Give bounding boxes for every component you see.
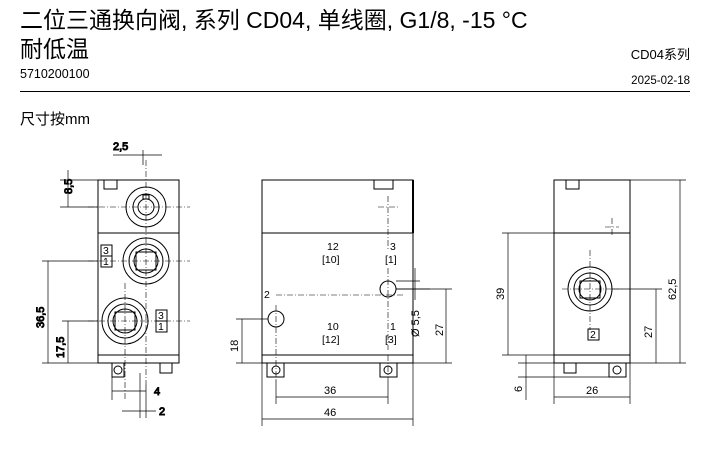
front-view: 12 [10] 3 [1] 2 10 [12] 1 [3] Ø 5,5 27 1… (229, 179, 452, 426)
side-lower-port-inner (112, 308, 138, 334)
side-port-label-a-top: 3 (103, 245, 109, 257)
end-view-notch (565, 179, 580, 190)
side-dim-8-5: 8,5 (63, 179, 75, 194)
front-view-dimension-lines (236, 268, 452, 426)
end-dim-62-5: 62,5 (667, 279, 679, 300)
side-view: 2,5 8,5 36,5 17,5 4 2 3 1 3 1 (35, 141, 190, 419)
side-port-label-b-bot: 1 (158, 321, 164, 333)
end-view-dimension-lines (502, 179, 686, 404)
side-view-body (97, 179, 180, 364)
side-middle-port-insert (135, 251, 157, 271)
front-dim-46: 46 (324, 407, 336, 419)
end-dim-27: 27 (643, 326, 655, 338)
end-port-insert (579, 280, 601, 299)
end-view-body (553, 179, 631, 364)
front-foot-right (379, 362, 398, 378)
front-view-centerlines (275, 196, 405, 380)
part-number: 5710200100 (20, 67, 90, 81)
section-title: 尺寸按mm (20, 111, 90, 128)
end-port-ring (573, 272, 607, 306)
front-port-2: 2 (264, 289, 270, 301)
side-middle-port-outer (122, 237, 170, 285)
front-port-3: 3 (390, 241, 396, 253)
end-dim-26: 26 (586, 385, 598, 397)
document-title: 二位三通换向阀, 系列 CD04, 单线圈, G1/8, -15 °C 耐低温 (20, 6, 620, 64)
title-line-2: 耐低温 (20, 36, 89, 62)
side-port-box-a-bot (100, 255, 113, 268)
end-port-box (587, 328, 600, 341)
side-top-fitting-inner (132, 193, 160, 221)
end-foot-right (608, 362, 627, 378)
front-view-body (261, 179, 414, 364)
front-port-12-bracket: [12] (322, 334, 340, 346)
end-foot-screw (612, 365, 622, 375)
side-top-fitting-outer (125, 186, 167, 228)
end-view: 2 39 62,5 27 6 26 (495, 179, 686, 404)
side-middle-port-ring (128, 243, 164, 279)
side-view-dimension-lines (42, 150, 162, 418)
side-view-centerlines (88, 160, 190, 400)
side-lower-port-insert (114, 311, 136, 331)
front-port-1: 1 (390, 321, 396, 333)
side-middle-port-inner (133, 248, 159, 274)
front-view-notch (373, 179, 394, 190)
side-dim-4: 4 (154, 386, 160, 398)
side-foot-right (159, 362, 173, 374)
front-dim-18: 18 (229, 340, 241, 352)
header-divider (20, 91, 690, 92)
front-port-3-bracket: [3] (385, 334, 397, 346)
side-dim-36-5: 36,5 (35, 307, 47, 328)
front-port-1-bracket: [1] (385, 254, 397, 266)
front-foot-right-screw (383, 365, 393, 375)
front-foot-left-screw (271, 365, 281, 375)
side-dim-17-5: 17,5 (55, 337, 67, 358)
front-dim-36: 36 (324, 385, 336, 397)
title-line-1: 二位三通换向阀, 系列 CD04, 单线圈, G1/8, -15 °C (20, 7, 528, 33)
side-top-fitting-tab (142, 194, 150, 200)
side-port-label-b-top: 3 (158, 310, 164, 322)
series-label: CD04系列 (630, 47, 690, 62)
end-dim-6: 6 (513, 386, 525, 392)
front-port-12: 12 (327, 241, 339, 253)
end-port-inner (578, 277, 602, 301)
side-lower-port-ring (107, 303, 143, 339)
end-dim-39: 39 (495, 288, 507, 300)
end-foot-left (563, 362, 577, 374)
side-foot-screw (113, 365, 123, 375)
side-lower-port-outer (101, 297, 149, 345)
front-port-10: 10 (327, 321, 339, 333)
side-view-notch (103, 179, 118, 190)
end-view-centerlines (562, 218, 619, 330)
front-port-10-bracket: [10] (322, 254, 340, 266)
document-date: 2025-02-18 (631, 75, 690, 87)
front-foot-left (266, 362, 285, 378)
front-dim-diameter-5-5: Ø 5,5 (410, 310, 422, 337)
side-foot-left (111, 362, 125, 378)
front-dim-27: 27 (434, 324, 446, 336)
side-dim-2: 2 (159, 406, 165, 418)
end-port-label-2: 2 (590, 329, 596, 341)
side-dim-2-5: 2,5 (113, 141, 128, 153)
side-port-label-a-bot: 1 (103, 256, 109, 268)
side-port-box-b-bot (155, 320, 168, 333)
